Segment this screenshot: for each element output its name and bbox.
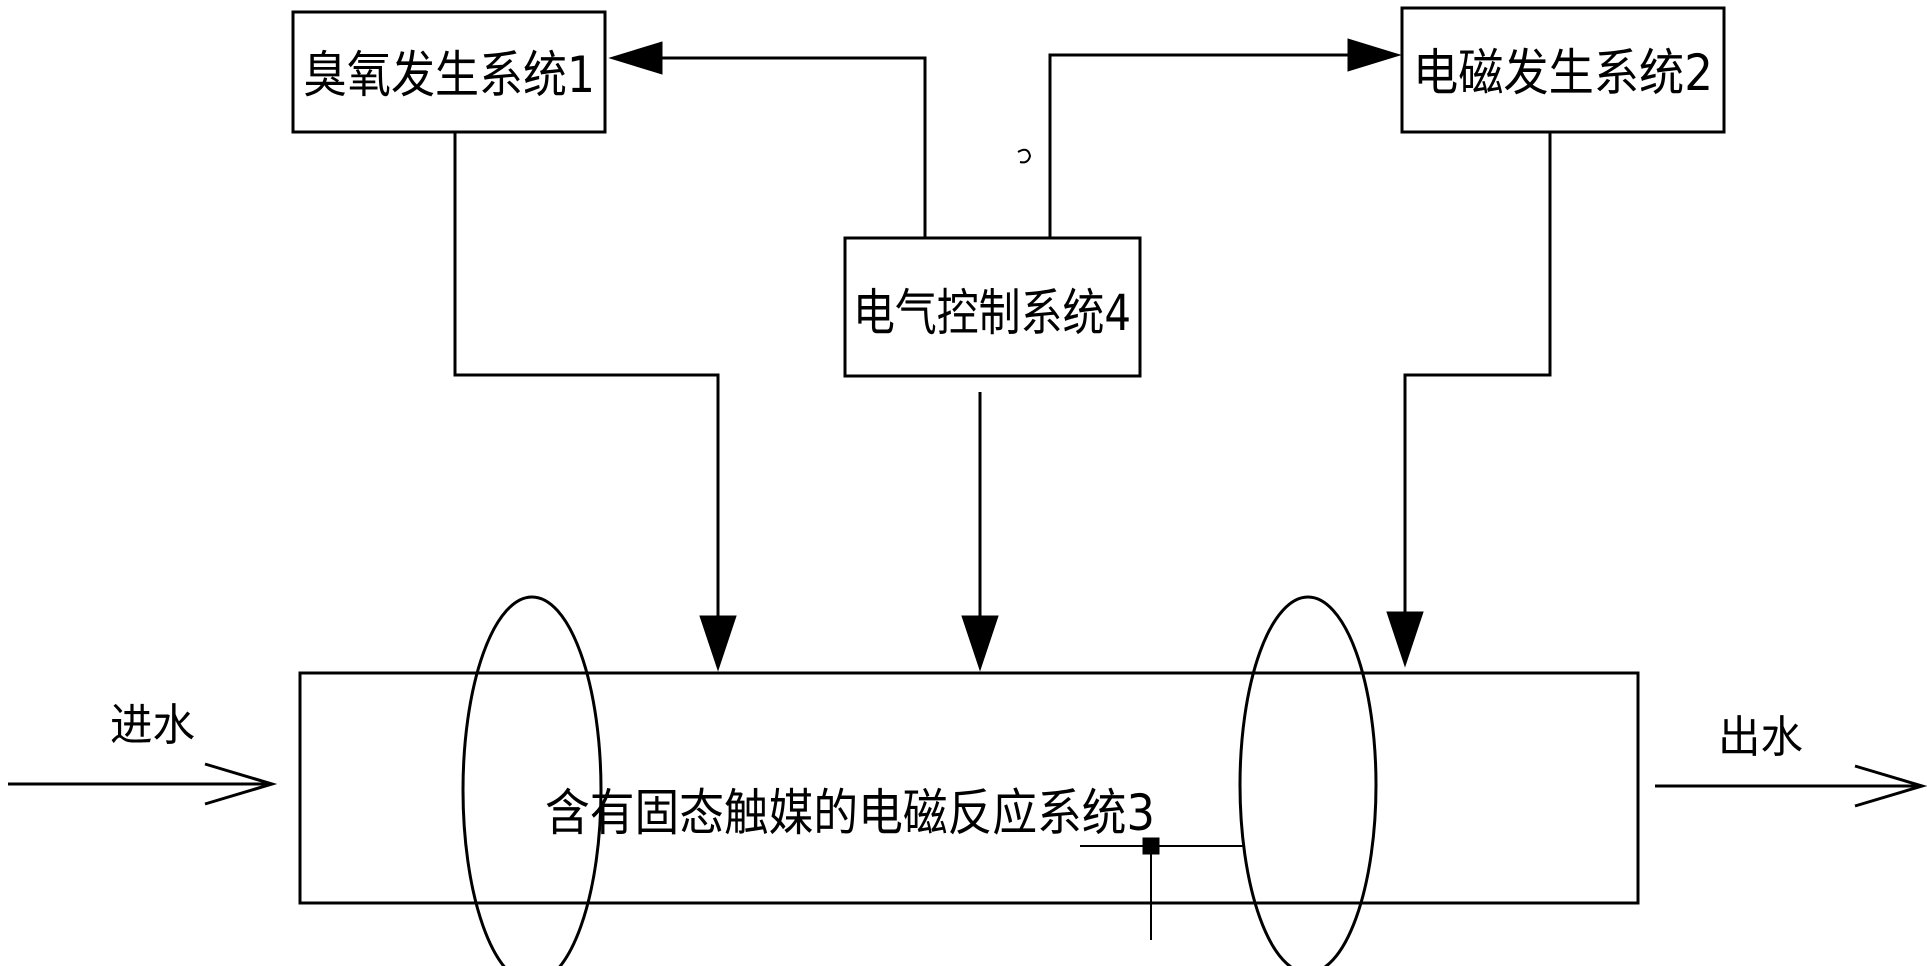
- control-to-ozone-connector: [608, 41, 927, 238]
- arrow-right-open-icon: [1854, 764, 1927, 808]
- stray-mark: [1017, 148, 1032, 164]
- em-to-reactor-connector: [1386, 132, 1552, 668]
- reactor-left-coil: [461, 595, 603, 966]
- control-system-node: 电气控制系统4: [843, 236, 1142, 378]
- arrow-down-icon: [961, 615, 999, 672]
- outlet-flow: 出水: [1655, 712, 1927, 808]
- em-to-reactor-line: [1403, 132, 1552, 616]
- em-generator-label: 电磁发生系统2: [1413, 44, 1713, 102]
- em-generator-node: 电磁发生系统2: [1400, 6, 1726, 134]
- control-to-ozone-line: [660, 56, 927, 238]
- control-system-box: [843, 236, 1142, 378]
- reactor-node: 含有固态触媒的电磁反应系统3: [298, 595, 1640, 966]
- control-system-label: 电气控制系统4: [853, 284, 1131, 342]
- reactor-right-coil: [1238, 595, 1378, 966]
- inlet-flow: 进水: [8, 700, 278, 806]
- ozone-system-node: 臭氧发生系统1: [291, 10, 607, 134]
- arrow-left-icon: [608, 41, 663, 75]
- em-generator-box: [1400, 6, 1726, 134]
- control-to-em-connector: [1048, 38, 1402, 238]
- arrow-right-icon: [1347, 38, 1402, 72]
- arrow-down-icon: [699, 615, 737, 672]
- control-to-em-line: [1048, 53, 1350, 238]
- reactor-probe-marker: [1142, 837, 1160, 855]
- control-to-reactor-connector: [961, 392, 999, 672]
- arrow-down-icon: [1386, 611, 1424, 668]
- ozone-system-box: [291, 10, 607, 134]
- ozone-system-label: 臭氧发生系统1: [303, 46, 595, 104]
- ozone-to-reactor-line: [453, 132, 720, 620]
- ozone-to-reactor-connector: [453, 132, 737, 672]
- reactor-label: 含有固态触媒的电磁反应系统3: [545, 784, 1155, 842]
- outlet-label: 出水: [1718, 712, 1803, 763]
- arrow-right-open-icon: [204, 762, 278, 806]
- reactor-box: [298, 671, 1640, 905]
- inlet-label: 进水: [110, 700, 195, 751]
